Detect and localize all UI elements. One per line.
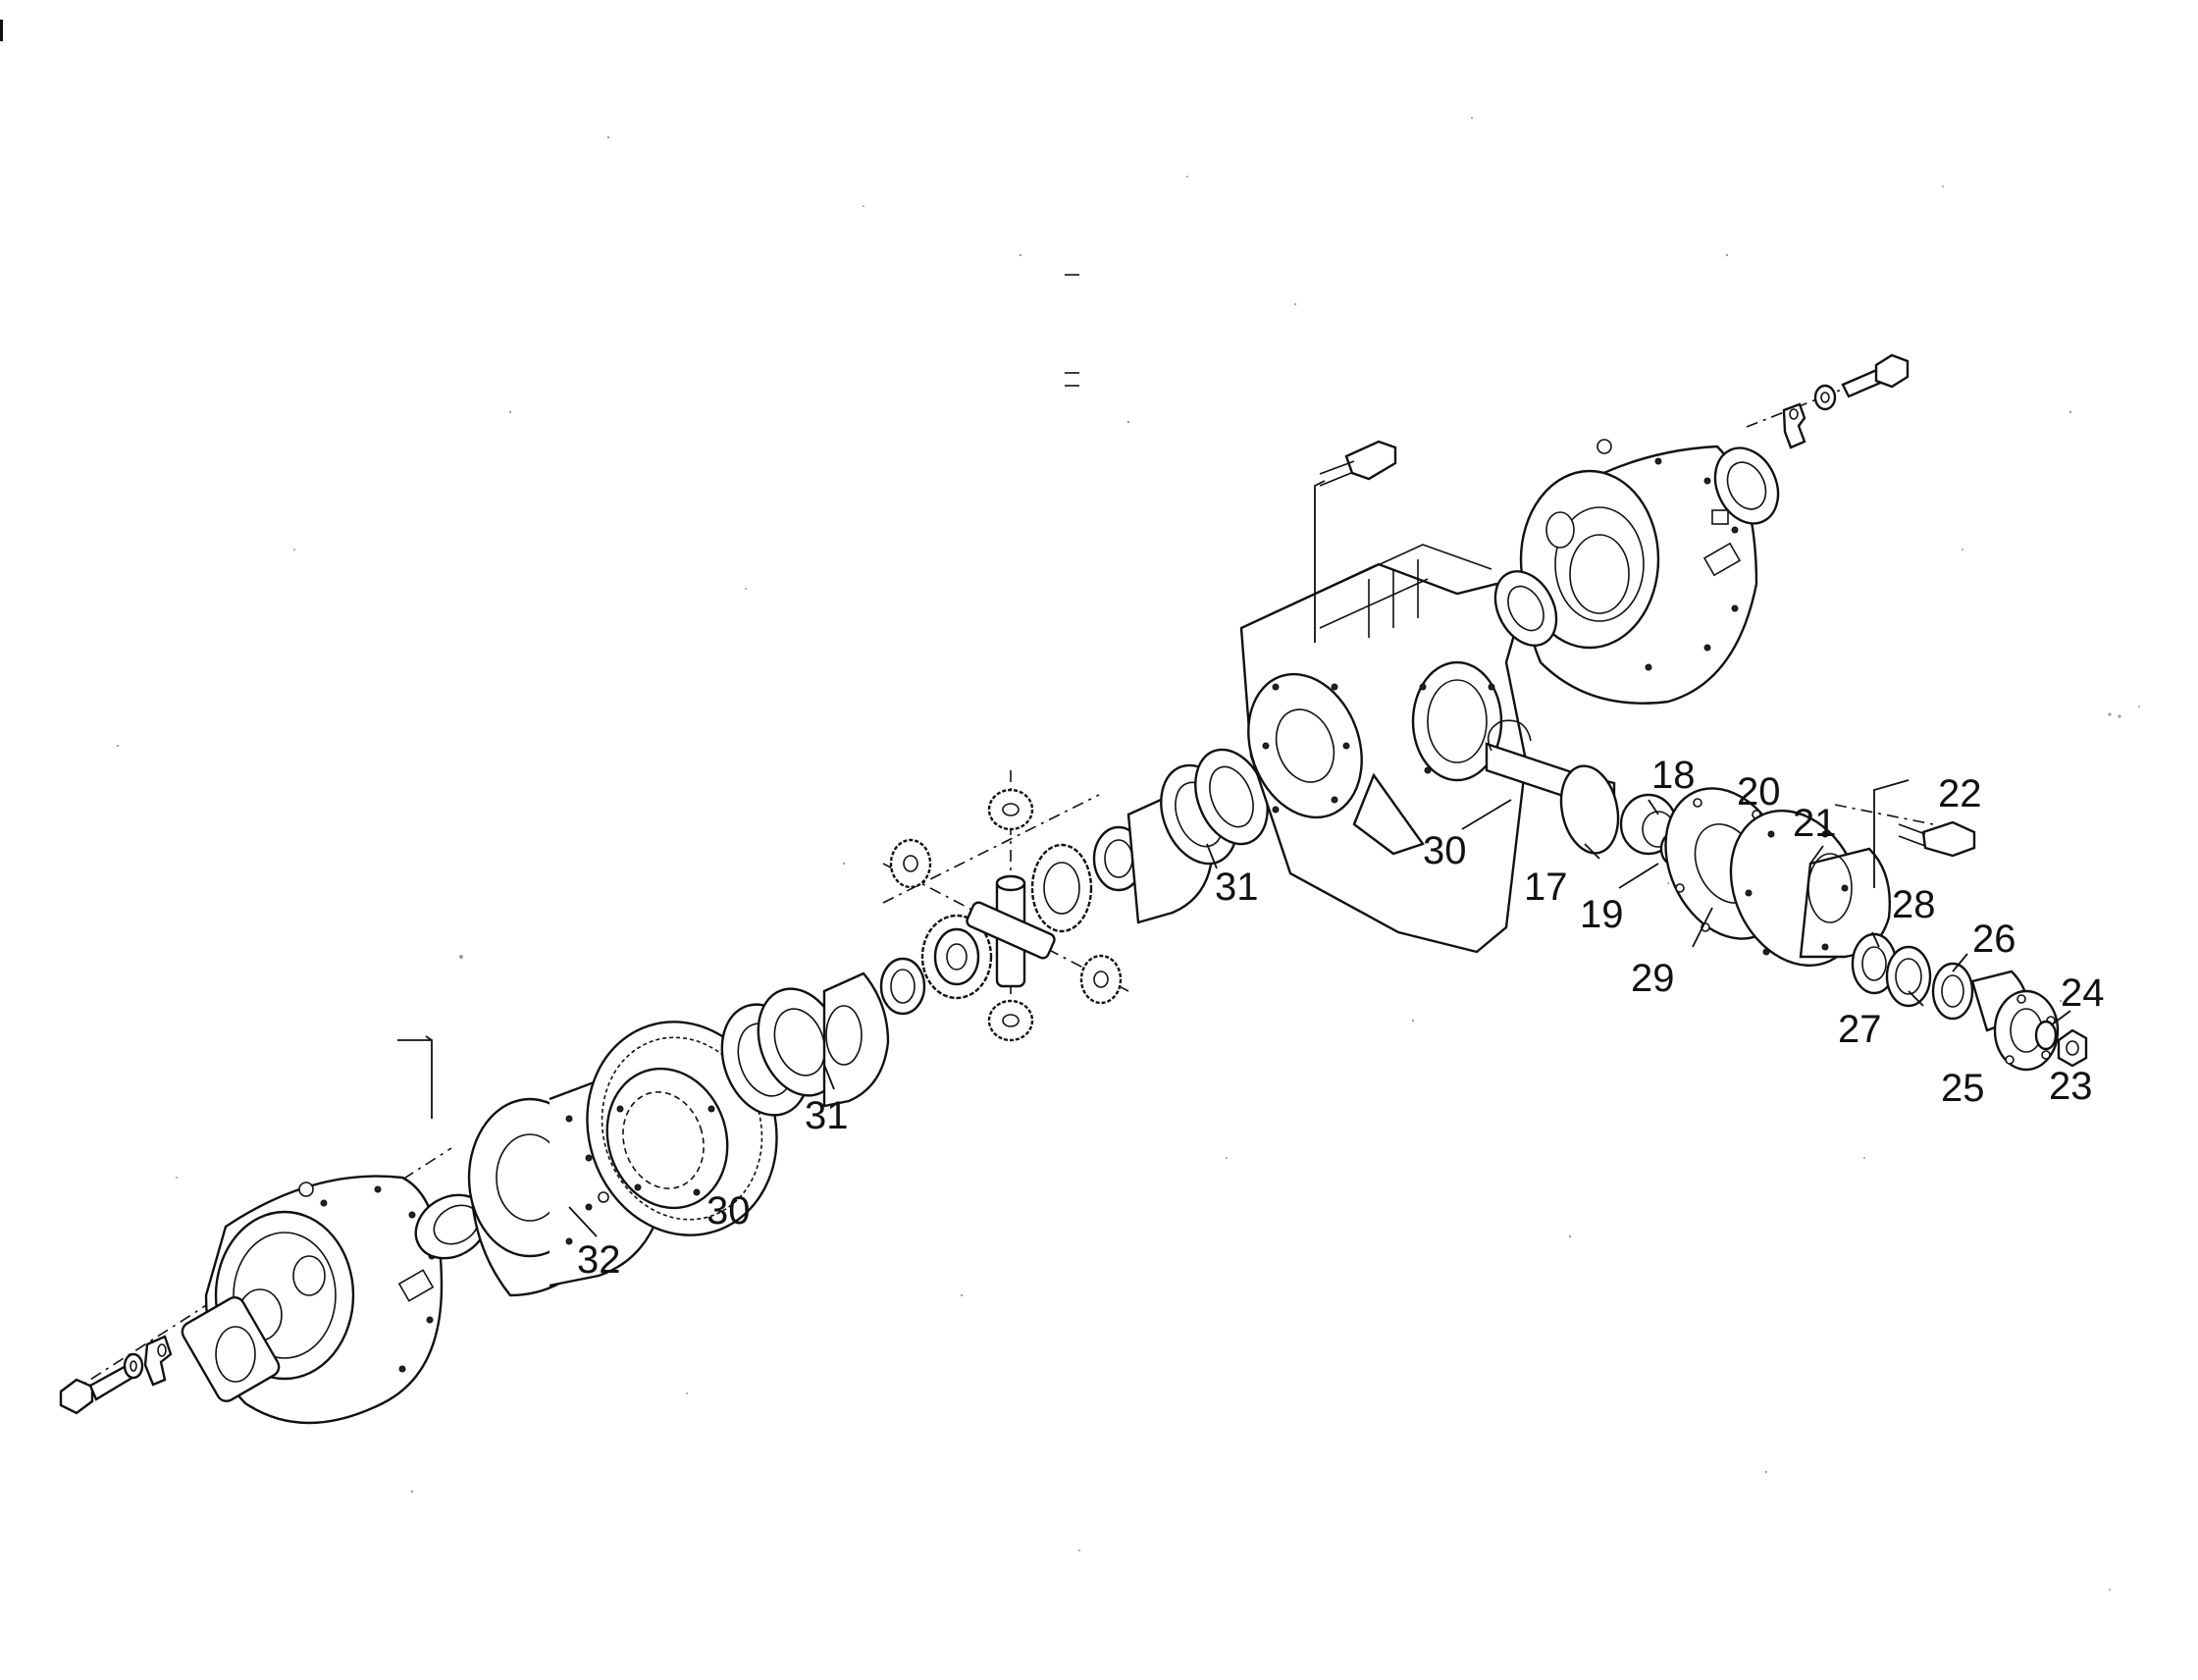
cover-bolt	[1898, 820, 1976, 858]
left-axle-housing	[181, 1175, 444, 1425]
shaft-seal	[1851, 932, 1898, 995]
o-ring	[1559, 764, 1620, 855]
right-lock-bracket	[1782, 402, 1806, 449]
right-washer	[1813, 384, 1837, 411]
right-axle-housing	[1519, 439, 1758, 705]
scan-edge-mark	[0, 20, 3, 41]
left-bearing	[414, 1193, 489, 1260]
callout-21: 21	[1793, 802, 1837, 845]
differential-spider	[966, 874, 1056, 988]
left-washer	[123, 1352, 144, 1380]
spacer-ring	[1885, 945, 1932, 1008]
pinion-gear-top	[987, 788, 1034, 831]
left-lock-bracket	[143, 1335, 173, 1387]
pinion-cover	[1729, 809, 1891, 968]
pinion-gear-bottom	[987, 999, 1034, 1042]
callout-18: 18	[1651, 754, 1696, 797]
callout-32: 32	[577, 1238, 621, 1282]
callout-22: 22	[1938, 772, 1982, 815]
central-axle-housing	[1239, 544, 1528, 954]
right-bearing-inner	[1493, 570, 1558, 647]
callout-28: 28	[1892, 883, 1936, 926]
callout-31-upper: 31	[1215, 866, 1259, 909]
friction-disc-pack-upper	[1092, 748, 1269, 924]
scan-speckles	[116, 117, 2140, 1591]
thrust-washer	[879, 957, 926, 1016]
callout-27: 27	[1838, 1008, 1882, 1051]
side-gear-lower	[920, 914, 993, 1000]
callout-23: 23	[2049, 1065, 2093, 1108]
callout-leader-lines	[397, 779, 2071, 1237]
callout-25: 25	[1941, 1067, 1985, 1110]
callout-19: 19	[1580, 893, 1624, 936]
callout-24: 24	[2061, 971, 2105, 1015]
callout-29: 29	[1631, 957, 1675, 1000]
flange-nut	[2057, 1028, 2088, 1068]
callout-20: 20	[1737, 770, 1781, 814]
callout-31-lower: 31	[805, 1094, 849, 1137]
flange-washer	[2034, 1020, 2058, 1051]
callout-17: 17	[1524, 866, 1568, 909]
housing-top-bolt	[1314, 440, 1397, 643]
callout-30-lower: 30	[706, 1189, 751, 1233]
callout-labels: 17 18 19 20 21 22 23 24 25 26 27 28 29 3…	[577, 754, 2105, 1282]
callout-26: 26	[1972, 918, 2016, 961]
seal-ring	[1931, 962, 1974, 1021]
right-bolt	[1841, 353, 1910, 398]
right-bearing-outer	[1713, 446, 1780, 525]
drive-flange	[1970, 970, 2060, 1072]
left-bolt	[59, 1362, 137, 1415]
side-gear-upper	[1030, 843, 1093, 933]
pinion-gear-left	[889, 838, 932, 889]
callout-30-upper: 30	[1423, 829, 1467, 872]
friction-disc-pack-lower	[720, 971, 890, 1117]
pinion-gear-right	[1079, 954, 1123, 1005]
